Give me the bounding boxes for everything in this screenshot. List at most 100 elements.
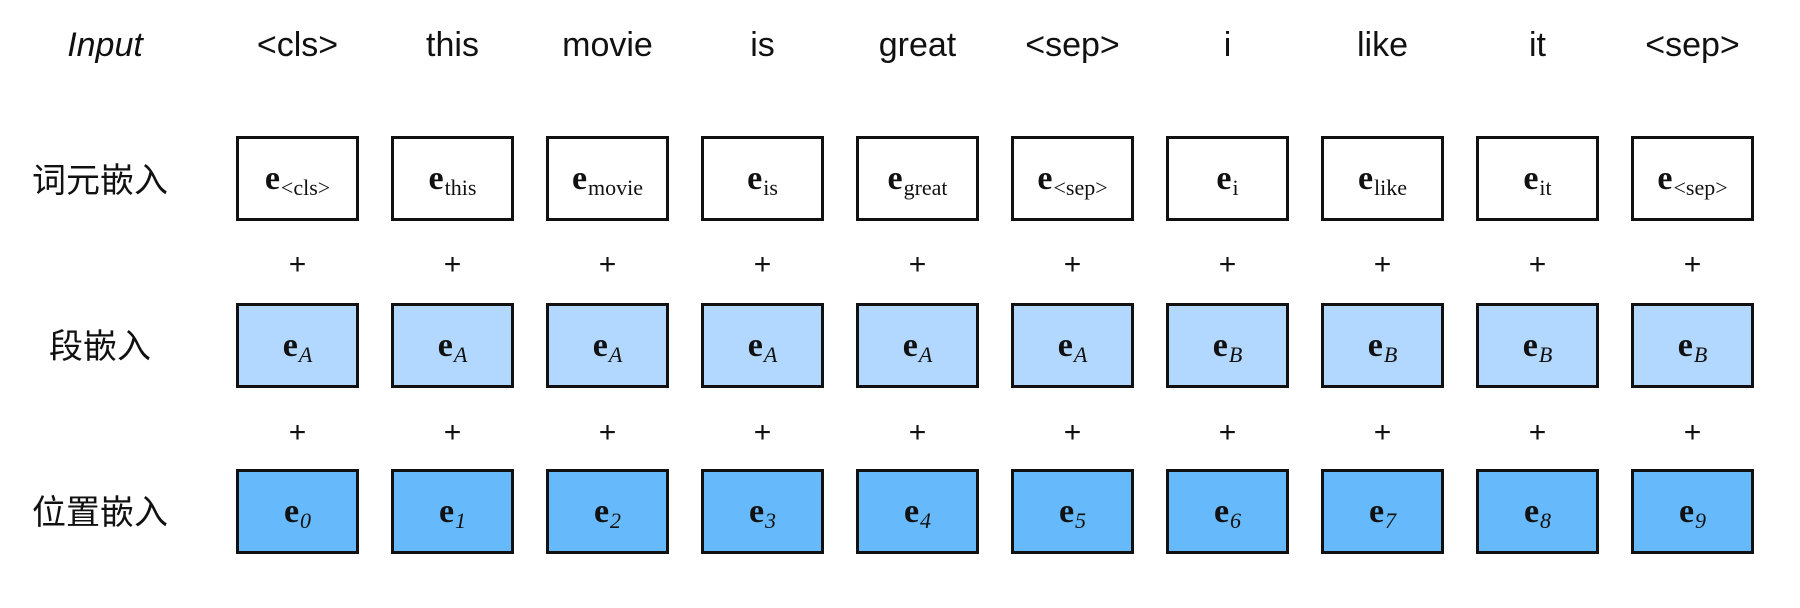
plus-sign: + [598, 248, 617, 281]
embedding-symbol: e [1058, 492, 1075, 530]
plus-sign: + [908, 416, 927, 449]
embedding-symbol: e [748, 492, 765, 530]
embedding-subscript: 6 [1230, 507, 1242, 533]
embedding-symbol: e [1522, 326, 1538, 364]
token-embedding-box: e<sep> [1011, 136, 1134, 221]
embedding-symbol: e [747, 326, 763, 364]
embedding-subscript: A [453, 341, 468, 367]
embedding-subscript: <sep> [1053, 174, 1108, 200]
embedding-subscript: it [1539, 174, 1552, 200]
embedding-symbol: e [571, 159, 588, 197]
embedding-symbol: e [1357, 159, 1374, 197]
embedding-subscript: 5 [1075, 507, 1087, 533]
plus-sign: + [1373, 248, 1392, 281]
embedding-subscript: <sep> [1673, 174, 1728, 200]
plus-sign: + [1218, 248, 1237, 281]
plus-sign: + [1373, 416, 1392, 449]
embedding-symbol: e [592, 326, 608, 364]
embedding-symbol: e [1657, 159, 1673, 197]
embedding-symbol: e [747, 159, 763, 197]
embedding-subscript: great [903, 174, 948, 200]
embedding-subscript: B [1383, 341, 1398, 367]
input-token: great [878, 26, 957, 64]
embedding-subscript: this [444, 174, 477, 200]
plus-sign: + [288, 248, 307, 281]
token-embedding-box: e<sep> [1631, 136, 1754, 221]
embedding-symbol: e [264, 159, 280, 197]
input-token: <cls> [256, 26, 339, 64]
embedding-subscript: i [1232, 174, 1239, 200]
segment-embedding-row-label: 段嵌入 [49, 327, 151, 367]
embedding-symbol: e [1057, 326, 1073, 364]
embedding-subscript: A [763, 341, 778, 367]
input-token: this [426, 26, 479, 64]
plus-sign: + [1218, 416, 1237, 449]
plus-sign: + [908, 248, 927, 281]
plus-sign: + [1683, 416, 1702, 449]
plus-sign: + [598, 416, 617, 449]
embedding-symbol: e [1216, 159, 1232, 197]
embedding-symbol: e [903, 492, 920, 530]
embedding-symbol: e [283, 492, 300, 530]
embedding-symbol: e [428, 159, 444, 197]
input-token: is [750, 26, 775, 64]
embedding-subscript: B [1538, 341, 1553, 367]
input-token: i [1223, 26, 1232, 64]
embedding-symbol: e [902, 326, 918, 364]
position-embedding-row-label: 位置嵌入 [32, 493, 168, 533]
plus-sign: + [443, 248, 462, 281]
plus-sign: + [753, 248, 772, 281]
embedding-subscript: 7 [1385, 507, 1397, 533]
embedding-symbol: e [1678, 492, 1695, 530]
embedding-subscript: 9 [1695, 507, 1707, 533]
embedding-subscript: A [918, 341, 933, 367]
embedding-symbol: e [1677, 326, 1693, 364]
plus-sign: + [288, 416, 307, 449]
embedding-symbol: e [887, 159, 903, 197]
embedding-symbol: e [282, 326, 298, 364]
embedding-subscript: 8 [1540, 507, 1552, 533]
embedding-subscript: 0 [300, 507, 312, 533]
embedding-subscript: 2 [610, 507, 622, 533]
embedding-subscript: is [763, 174, 778, 200]
input-token: like [1356, 26, 1409, 64]
token-embedding-row-label: 词元嵌入 [32, 161, 168, 201]
embedding-symbol: e [1212, 326, 1228, 364]
embedding-subscript: movie [588, 174, 644, 200]
embedding-subscript: 4 [920, 507, 932, 533]
input-token: it [1529, 26, 1546, 64]
plus-sign: + [1528, 248, 1547, 281]
embedding-subscript: B [1693, 341, 1708, 367]
plus-sign: + [1683, 248, 1702, 281]
embedding-subscript: A [1073, 341, 1088, 367]
embedding-subscript: A [298, 341, 313, 367]
embedding-symbol: e [1213, 492, 1230, 530]
embedding-subscript: B [1228, 341, 1243, 367]
embedding-symbol: e [438, 492, 455, 530]
plus-sign: + [1528, 416, 1547, 449]
plus-sign: + [1063, 248, 1082, 281]
embedding-symbol: e [1037, 159, 1053, 197]
embedding-symbol: e [1368, 492, 1385, 530]
embedding-subscript: 1 [455, 507, 467, 533]
input-token: <sep> [1025, 26, 1120, 64]
embedding-symbol: e [1523, 492, 1540, 530]
